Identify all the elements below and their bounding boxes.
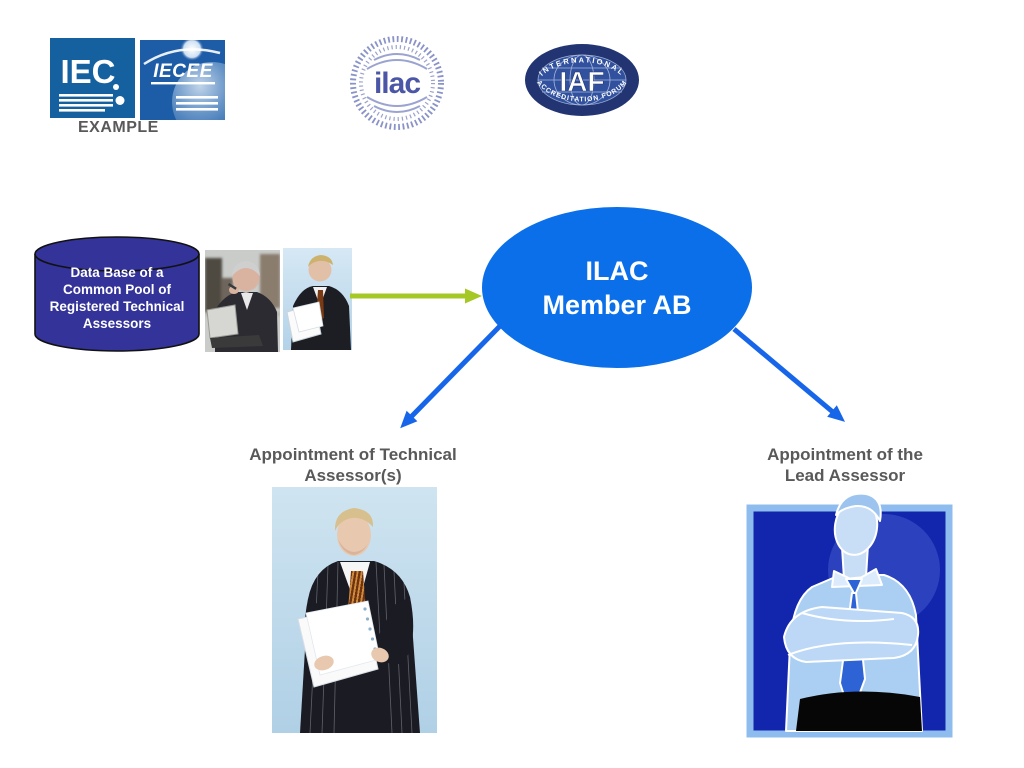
database-label: Data Base of a Common Pool of Registered… <box>32 264 202 332</box>
database-label-line3: Registered Technical <box>49 299 185 314</box>
ilac-logo-icon: ilac <box>350 36 444 130</box>
illustration-lead-assessor <box>746 492 953 738</box>
iecee-logo-icon: IECEE <box>140 40 225 120</box>
iaf-logo-text: IAF <box>559 66 604 97</box>
arrow-to-lead-assessor-icon <box>732 327 846 422</box>
database-label-line4: Assessors <box>82 316 152 331</box>
database-cylinder-shape <box>34 236 200 352</box>
lead-caption-line2: Lead Assessor <box>784 466 906 485</box>
database-cylinder: Data Base of a Common Pool of Registered… <box>32 234 202 356</box>
arrow-to-technical-assessor-icon <box>400 324 502 429</box>
green-arrow-icon <box>350 288 482 304</box>
photo-technical-assessor <box>272 487 437 733</box>
ilac-logo-text: ilac <box>374 67 420 100</box>
technical-caption-line2: Assessor(s) <box>304 466 402 485</box>
iec-logo-text: IEC <box>60 53 115 90</box>
example-label: EXAMPLE <box>78 119 159 136</box>
iec-logo-icon: IEC <box>50 38 135 118</box>
lead-assessor-caption: Appointment of the Lead Assessor <box>735 444 955 486</box>
iecee-logo-text: IECEE <box>153 61 213 82</box>
iaf-logo-icon: IAF INTERNATIONAL ACCREDITATION FORUM <box>525 44 639 116</box>
photo-junior-assessor <box>283 248 352 350</box>
lead-caption-line1: Appointment of the <box>767 445 923 464</box>
database-label-line1: Data Base of a <box>70 265 164 280</box>
photo-senior-assessor <box>205 250 280 352</box>
database-label-line2: Common Pool of <box>63 282 171 297</box>
technical-caption-line1: Appointment of Technical <box>249 445 457 464</box>
ilac-member-ab-node: ILAC Member AB <box>482 207 752 368</box>
technical-assessor-caption: Appointment of Technical Assessor(s) <box>240 444 466 486</box>
hub-line2: Member AB <box>542 289 692 320</box>
hub-line1: ILAC <box>585 255 649 286</box>
